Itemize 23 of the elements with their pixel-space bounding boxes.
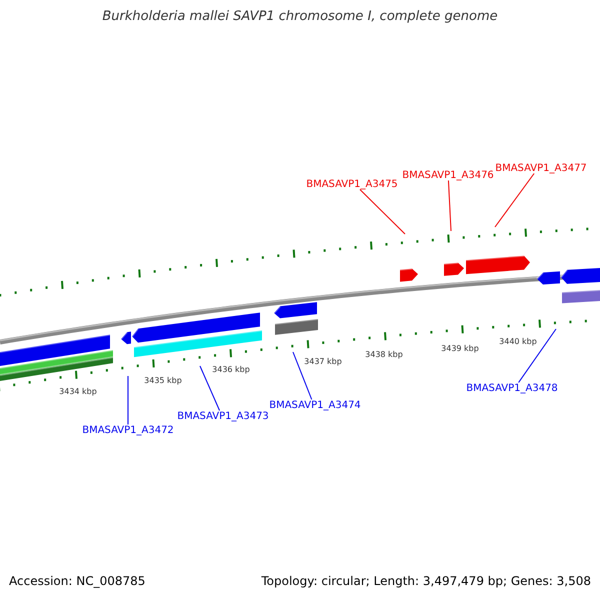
leader-line (448, 180, 452, 232)
gene-label: BMASAVP1_A3473 (177, 410, 269, 422)
footer-text: Accession: NC_008785 (9, 574, 146, 588)
scale-label: 3434 kbp (59, 387, 97, 396)
gene-label: BMASAVP1_A3478 (466, 382, 558, 394)
leader-line (518, 328, 556, 383)
gene-label: BMASAVP1_A3474 (269, 400, 361, 410)
leader-line (359, 189, 406, 234)
scale-label: 3435 kbp (144, 376, 182, 385)
leader-line (494, 173, 535, 228)
scale-label: 3439 kbp (441, 344, 479, 353)
gene-label: BMASAVP1_A3476 (402, 170, 494, 180)
scale-label: 3440 kbp (499, 337, 537, 346)
title: Burkholderia mallei SAVP1 chromosome I, complete genome (101, 9, 499, 24)
gene-label: BMASAVP1_A3477 (495, 162, 587, 174)
leader-line (200, 366, 220, 411)
scale-label: 3436 kbp (212, 365, 250, 374)
gene-label: BMASAVP1_A3475 (306, 178, 398, 190)
scale-label: 3437 kbp (304, 357, 342, 366)
scale-label: 3438 kbp (365, 350, 403, 359)
gene-label: BMASAVP1_A3472 (82, 424, 174, 436)
footer-text: Topology: circular; Length: 3,497,479 bp; Genes: 3,508 (261, 574, 591, 588)
leader-line (292, 352, 312, 400)
